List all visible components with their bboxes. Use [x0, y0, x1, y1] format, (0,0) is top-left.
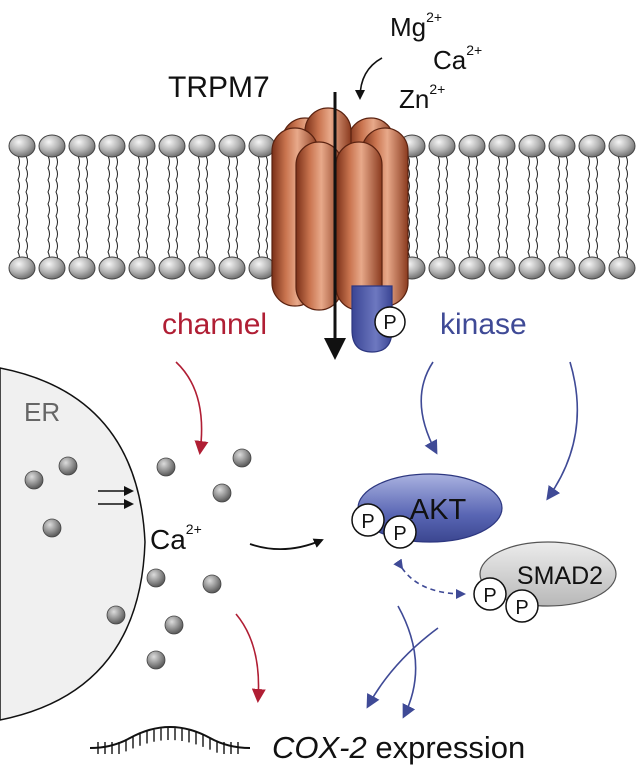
lipid-head [38, 134, 66, 158]
lipid-head [218, 256, 246, 280]
lipid-head [188, 134, 216, 158]
lipid-head [488, 256, 516, 280]
lipid-head [248, 256, 276, 280]
cox2-expression-label: COX-2 expression [272, 730, 525, 765]
akt-phospho-1-label: P [361, 511, 374, 533]
smad2-phospho-2-label: P [515, 597, 528, 619]
lipid-head [128, 256, 156, 280]
lipid-head [428, 134, 456, 158]
mg-ion-label: Mg2+ [390, 9, 442, 42]
calcium-ion-dot [58, 456, 78, 476]
cytosolic-ca-label: Ca2+ [150, 521, 202, 555]
lipid-head [458, 256, 486, 280]
lipid-head [518, 134, 546, 158]
calcium-ion-dot [156, 457, 176, 477]
akt-label: AKT [410, 494, 467, 526]
calcium-ion-dot [202, 574, 222, 594]
calcium-ion-cloud [24, 448, 252, 670]
smad2-phospho-2 [505, 589, 539, 623]
zn-ion-label: Zn2+ [399, 81, 445, 114]
calcium-ion-dot [146, 568, 166, 588]
lipid-head [608, 256, 636, 280]
expression-word: expression [375, 730, 525, 765]
dna-icon [89, 726, 251, 754]
kinase-phospho-label: P [383, 312, 396, 334]
calcium-ion-dot [42, 518, 62, 538]
akt-phospho-2 [383, 515, 417, 549]
smad2-phospho-1-label: P [483, 585, 496, 607]
trpm7-channel-icon [271, 107, 409, 311]
kinase-phospho-circle [374, 306, 406, 338]
smad2-phospho-1 [473, 577, 507, 611]
lipid-head [68, 134, 96, 158]
calcium-ion-dot [106, 605, 126, 625]
kinase-to-akt-arrow [420, 361, 438, 455]
ion-labels: Mg2+ Ca2+ Zn2+ [390, 9, 482, 114]
lipid-head [578, 256, 606, 280]
lipid-head [8, 256, 36, 280]
kinase-domain-icon: P [351, 285, 406, 353]
ca-ion-label: Ca2+ [433, 42, 482, 75]
er-label: ER [24, 397, 60, 427]
ion-entry-arrow [355, 57, 383, 100]
lipid-head [248, 134, 276, 158]
er-compartment: ER [0, 367, 146, 721]
lipid-head [128, 134, 156, 158]
calcium-ion-dot [232, 448, 252, 468]
lipid-head [458, 134, 486, 158]
lipid-head [8, 134, 36, 158]
kinase-to-smad2-arrow [546, 361, 579, 501]
lipid-head [158, 134, 186, 158]
calcium-ion-dot [24, 470, 44, 490]
lipid-head [488, 134, 516, 158]
cox2-gene-name: COX-2 [272, 730, 367, 765]
lipid-head [218, 134, 246, 158]
lipid-head [578, 134, 606, 158]
lipid-head [38, 256, 66, 280]
ca-to-akt-arrow [249, 538, 324, 551]
lipid-head [548, 134, 576, 158]
akt-phospho-1 [351, 503, 385, 537]
lipid-head [158, 256, 186, 280]
ca-to-cox2-arrow [235, 613, 266, 703]
lipid-head [68, 256, 96, 280]
akt-to-cox2-arrow [397, 605, 417, 719]
smad2-protein: SMAD2 P P [473, 541, 617, 623]
lipid-head [518, 256, 546, 280]
akt-smad2-crosstalk-arrow [393, 558, 466, 599]
kinase-label: kinase [440, 308, 527, 341]
lipid-head [98, 134, 126, 158]
lipid-head [188, 256, 216, 280]
lipid-head [428, 256, 456, 280]
lipid-head [548, 256, 576, 280]
lipid-head [98, 256, 126, 280]
smad2-to-cox2-arrow [366, 627, 439, 709]
akt-phospho-2-label: P [393, 523, 406, 545]
channel-label: channel [162, 308, 267, 341]
calcium-ion-dot [164, 615, 184, 635]
lipid-head [608, 134, 636, 158]
ion-flux-arrowhead [324, 338, 346, 360]
channel-to-ca-arrow [175, 361, 209, 455]
trpm7-title: TRPM7 [168, 71, 270, 104]
calcium-ion-dot [212, 483, 232, 503]
calcium-ion-dot [146, 650, 166, 670]
akt-protein: AKT P P [351, 473, 503, 549]
smad2-label: SMAD2 [517, 562, 603, 590]
